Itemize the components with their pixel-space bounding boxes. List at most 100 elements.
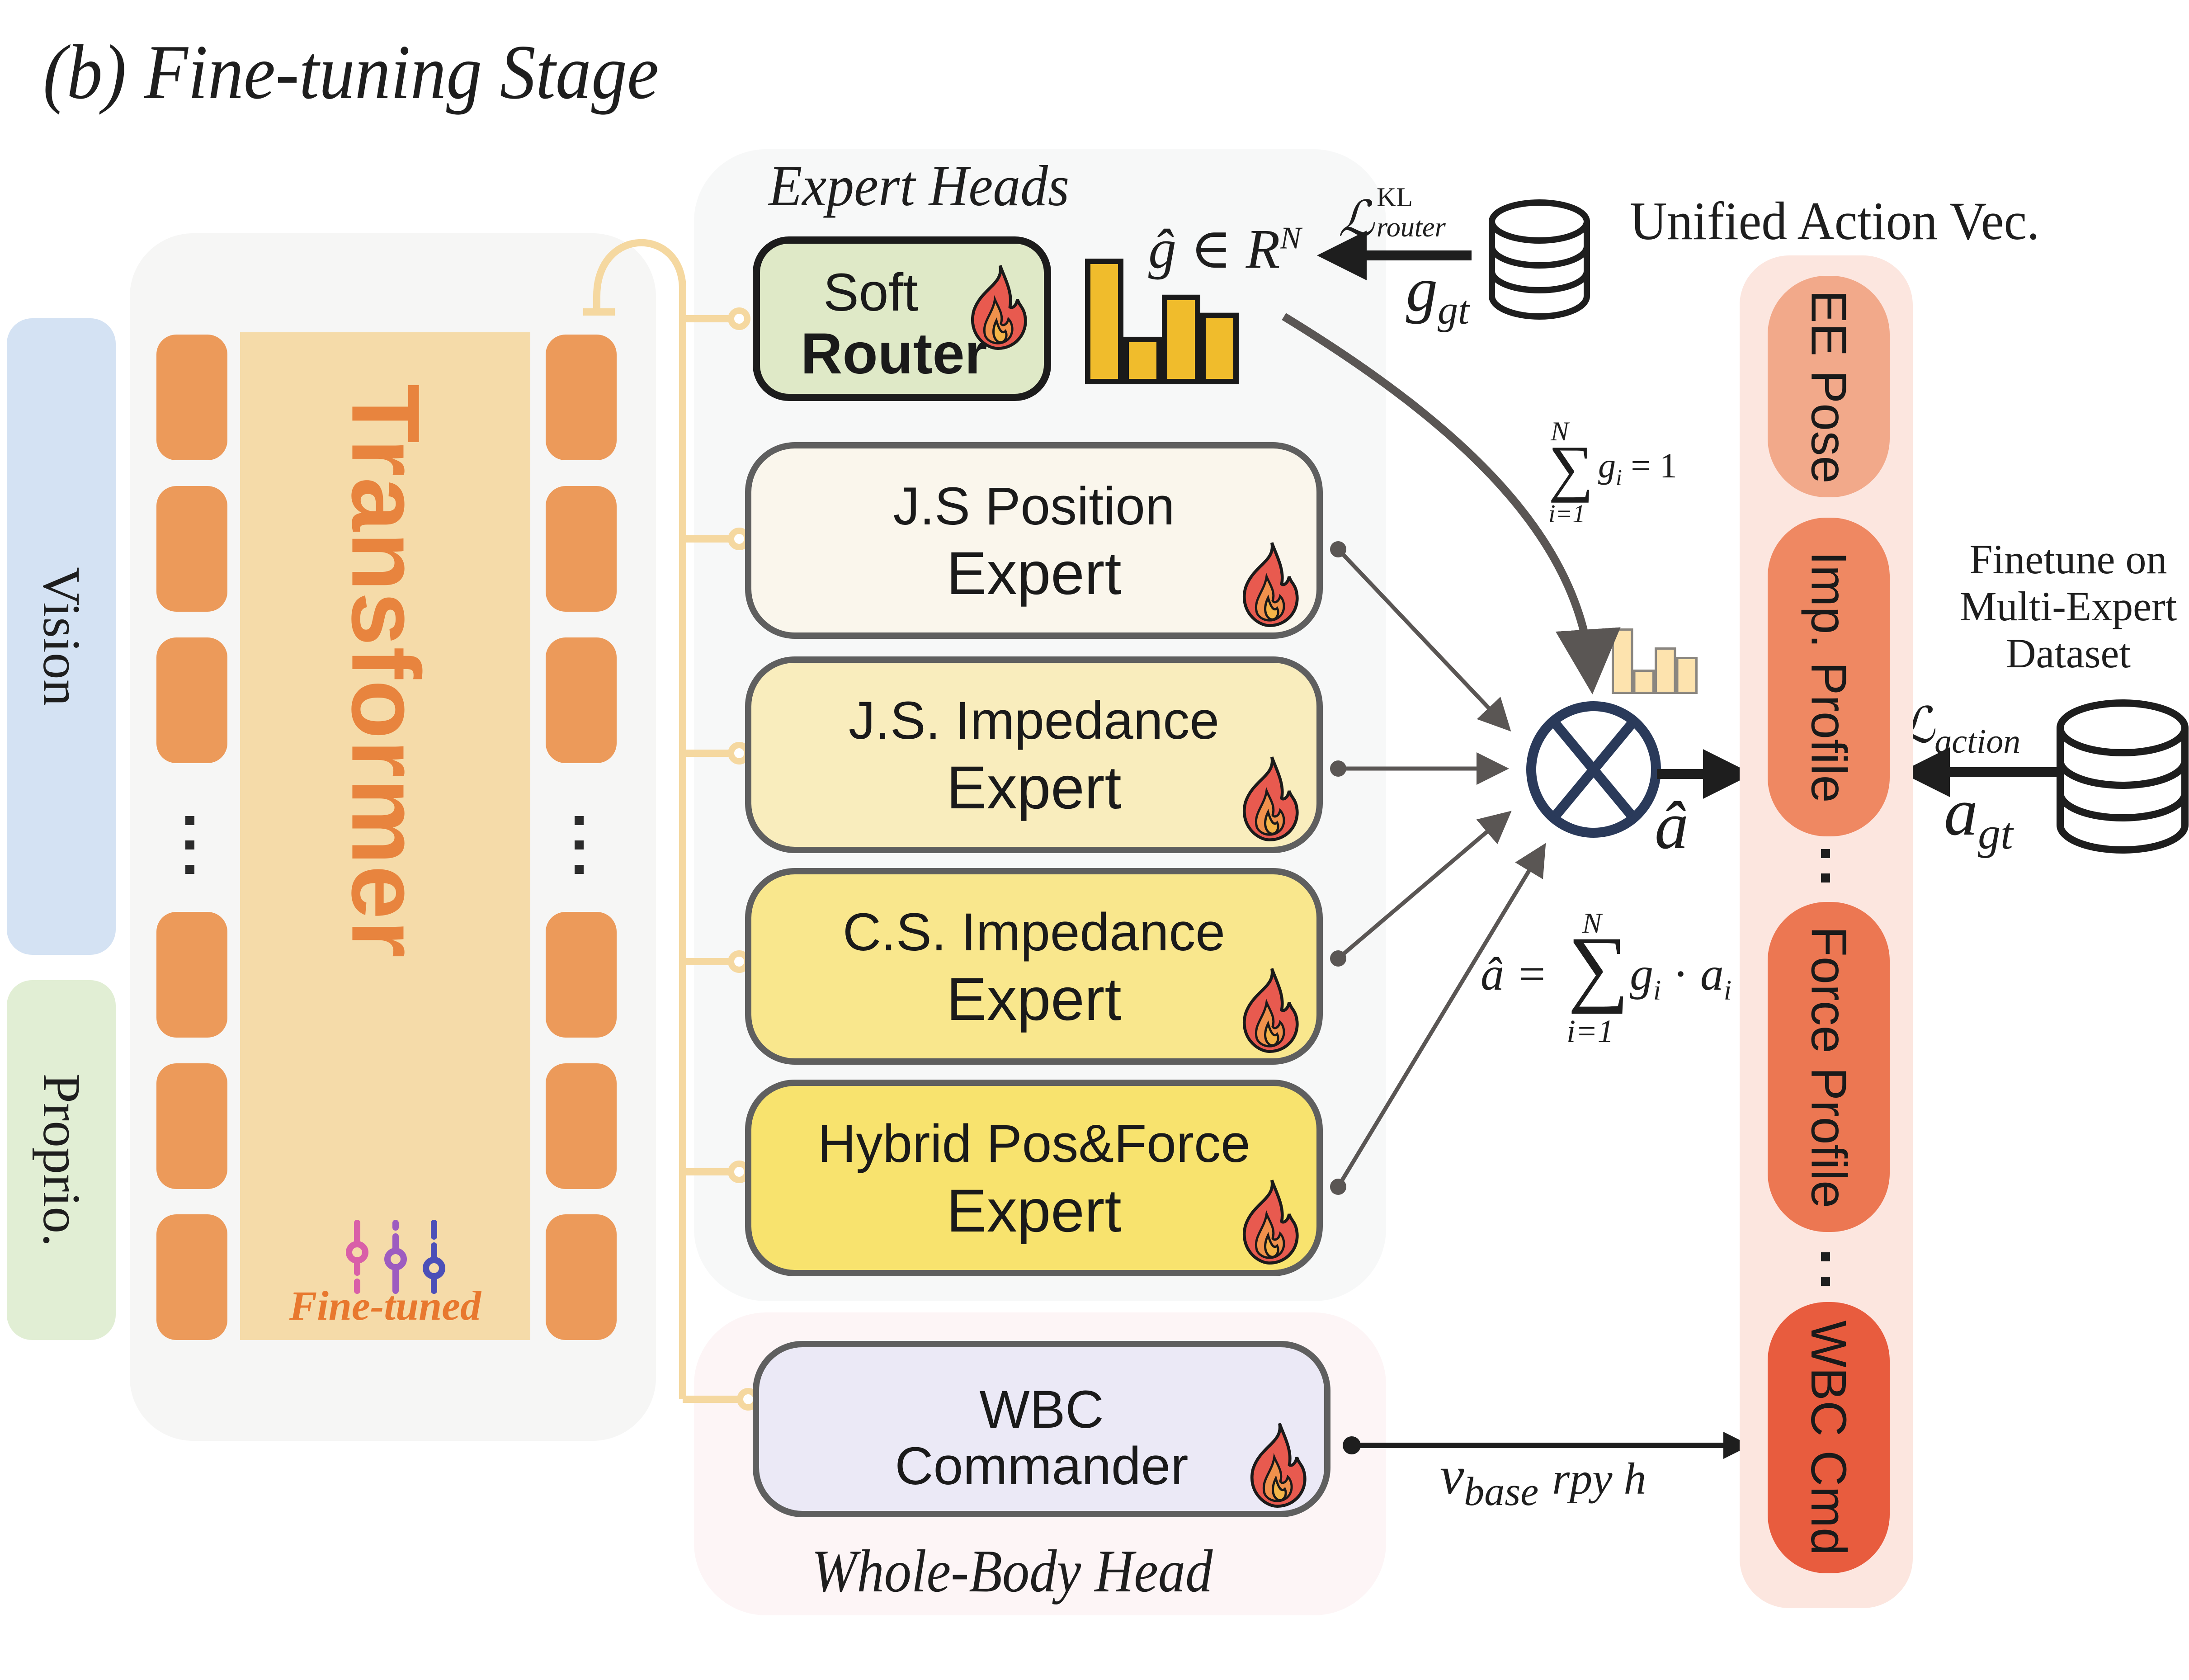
gate-bar-2 <box>1123 336 1162 384</box>
fire-icon <box>1243 968 1299 1053</box>
whole-body-head-title: Whole-Body Head <box>811 1538 1213 1604</box>
wbc-signal-sub: base <box>1464 1469 1539 1514</box>
output-token <box>546 912 617 1038</box>
router-to-mixer-arrow <box>1282 313 1621 694</box>
gate-bar-1 <box>1085 259 1123 384</box>
slot-ellipsis <box>1821 1252 1830 1301</box>
expert-hybrid-pos-force: Hybrid Pos&Force Expert <box>745 1080 1323 1276</box>
wbc-signal-v: v <box>1440 1445 1464 1505</box>
output-token <box>546 637 617 763</box>
expert-label-line1: J.S. Impedance <box>849 691 1219 750</box>
gate-bar-3 <box>1655 647 1676 694</box>
mixture-bottom: i=1 <box>1566 1013 1614 1049</box>
mixture-sum-symbol: ∑ <box>1568 920 1629 1015</box>
expert-js-position: J.S Position Expert <box>745 442 1323 639</box>
mixture-g: g <box>1630 948 1653 1000</box>
gate-bar-2 <box>1633 670 1655 694</box>
mixture-a: a <box>1700 948 1724 1000</box>
gate-gt-label: ggt <box>1406 253 1469 334</box>
action-gt-sub: gt <box>1978 808 2013 859</box>
expert-heads-title: Expert Heads <box>769 154 1070 218</box>
expert-label-line2: Expert <box>946 754 1122 821</box>
fine-tuned-label: Fine-tuned <box>289 1283 481 1329</box>
figure-title: (b) Fine-tuning Stage <box>43 29 659 115</box>
expert-label-line1: Hybrid Pos&Force <box>817 1114 1250 1174</box>
gate-vector-label: ĝ ∈ RN <box>1148 216 1301 281</box>
slot-label: WBC Cmd <box>1801 1320 1857 1555</box>
dataset-note-line: Finetune on <box>1969 536 2167 582</box>
router-loss-symbol: ℒ <box>1338 192 1374 247</box>
fire-icon <box>1243 1180 1299 1265</box>
vision-input-block: Vision <box>7 318 116 955</box>
database-icon <box>1489 199 1590 320</box>
gate-bar-chart <box>1085 259 1239 384</box>
input-token <box>156 912 227 1038</box>
wbc-commander-block: WBC Commander <box>753 1341 1330 1517</box>
action-loss-sub: action <box>1934 722 2021 760</box>
mixture-g-sub: i <box>1653 975 1661 1006</box>
dataset-note-line: Dataset <box>2006 630 2131 676</box>
expert-label-line2: Expert <box>946 1177 1122 1245</box>
fire-icon <box>1243 756 1299 842</box>
transformer-block <box>240 332 530 1340</box>
fire-icon <box>1250 1423 1307 1508</box>
fire-icon <box>1243 542 1299 628</box>
mixture-top: N <box>1582 907 1602 939</box>
action-slot-ee-pose: EE Pose <box>1768 276 1890 497</box>
wbc-signal-label: vbase rpy h <box>1440 1444 1646 1515</box>
slot-ellipsis <box>1821 849 1830 898</box>
unified-action-title: Unified Action Vec. <box>1630 191 2040 251</box>
gate-bar-3 <box>1162 294 1200 384</box>
sliders-icon <box>346 1220 445 1294</box>
action-slot-wbc-cmd: WBC Cmd <box>1768 1302 1890 1573</box>
wbc-signal-rest: rpy h <box>1552 1453 1646 1504</box>
action-hat-label: â <box>1655 788 1689 863</box>
mixture-dot: · <box>1673 948 1689 1000</box>
action-slot-force-profile: Force Profile <box>1768 902 1890 1232</box>
token-ellipsis <box>185 816 194 889</box>
output-token <box>546 335 617 460</box>
action-slot-imp-profile: Imp. Profile <box>1768 518 1890 836</box>
expert-js-impedance: J.S. Impedance Expert <box>745 656 1323 853</box>
gate-vector-text: ĝ ∈ R <box>1148 218 1280 280</box>
dataset-note-line: Multi-Expert <box>1959 583 2177 629</box>
gate-gt-symbol: g <box>1406 255 1438 325</box>
output-token <box>546 1063 617 1189</box>
expert3-to-mixer-arrow <box>1337 811 1512 960</box>
input-token <box>156 1214 227 1340</box>
input-token <box>156 637 227 763</box>
sum-body-g: g <box>1598 446 1616 485</box>
mixture-a-sub: i <box>1723 975 1732 1006</box>
database-icon <box>2057 699 2189 854</box>
token-ellipsis <box>575 816 584 889</box>
expert1-to-mixer-arrow <box>1336 547 1511 732</box>
input-token <box>156 1063 227 1189</box>
sum-body-sub: i <box>1616 464 1622 490</box>
input-token <box>156 486 227 612</box>
gate-gt-sub: gt <box>1438 288 1470 333</box>
router-label-line2: Router <box>801 321 987 386</box>
gate-bar-4 <box>1200 312 1239 384</box>
sum-symbol: ∑ <box>1548 433 1594 503</box>
soft-router-block: Soft Router <box>753 236 1051 401</box>
output-token <box>546 486 617 612</box>
slot-label: EE Pose <box>1801 289 1857 484</box>
sum-top: N <box>1551 416 1569 446</box>
action-gt-symbol: a <box>1944 774 1978 849</box>
mixture-operator-icon <box>1526 701 1661 838</box>
input-token <box>156 335 227 460</box>
action-gt-label: agt <box>1944 773 2013 859</box>
wbc-label-line1: WBC <box>979 1380 1104 1439</box>
expert-label-line1: C.S. Impedance <box>842 902 1226 962</box>
proprio-input-block: Proprio. <box>7 980 116 1340</box>
mixture-body: gi · ai <box>1630 947 1731 1007</box>
expert4-to-mixer-arrow <box>1336 843 1546 1188</box>
sum-body: gi = 1 <box>1598 445 1677 491</box>
gate-vector-sup: N <box>1280 221 1302 256</box>
slot-label: Imp. Profile <box>1801 551 1857 803</box>
mixture-lhs: â = <box>1481 948 1548 1000</box>
action-loss-label: ℒaction <box>1899 696 2020 761</box>
router-loss-sub: router <box>1377 212 1446 243</box>
gate-bar-4 <box>1676 657 1698 694</box>
